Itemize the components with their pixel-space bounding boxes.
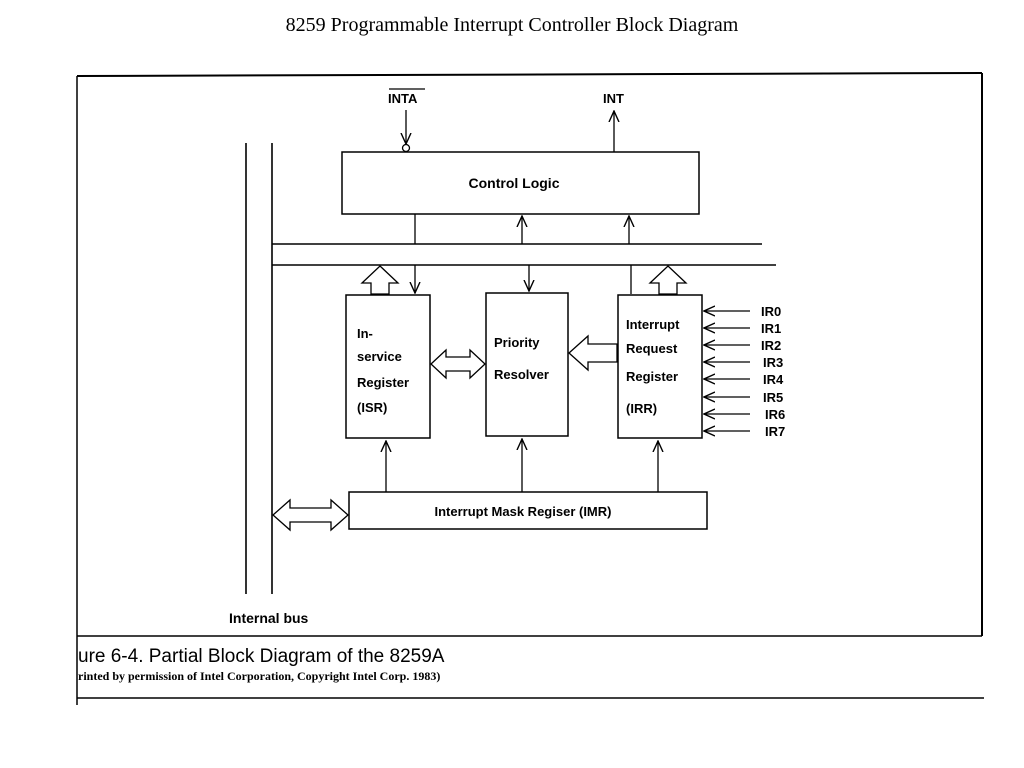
isr-label-line: Register: [357, 375, 409, 390]
bus-imr-double-arrow: [272, 498, 349, 532]
ir-labels: IR0 IR1 IR2 IR3 IR4 IR5 IR6 IR7: [761, 304, 785, 439]
imr-label: Interrupt Mask Regiser (IMR): [435, 504, 612, 519]
figure-frame: [76, 72, 984, 705]
isr-label-line: service: [357, 349, 402, 364]
irr-bus-hollow-arrow: [648, 265, 688, 295]
int-signal: INT: [603, 91, 624, 152]
imr-register-links: [386, 439, 658, 492]
internal-bus-label: Internal bus: [229, 610, 309, 626]
irr-label-line: Register: [626, 369, 678, 384]
figure-credit: rinted by permission of Intel Corporatio…: [78, 669, 440, 683]
isr-label-line: In-: [357, 326, 373, 341]
ir-label: IR1: [761, 321, 781, 336]
priority-resolver-label-line: Priority: [494, 335, 540, 350]
priority-resolver-block: Priority Resolver: [485, 292, 569, 437]
isr-priority-double-arrow: [430, 348, 486, 380]
inta-signal: INTA: [388, 88, 425, 153]
control-logic-label: Control Logic: [469, 175, 560, 191]
ir-label: IR3: [763, 355, 783, 370]
irr-block: Interrupt Request Register (IRR): [617, 294, 703, 439]
ir-inputs: [704, 311, 750, 431]
imr-block: Interrupt Mask Regiser (IMR): [348, 491, 708, 530]
ir-label: IR6: [765, 407, 785, 422]
bus-register-links: [415, 265, 632, 294]
irr-priority-hollow-arrow: [568, 334, 618, 372]
ir-label: IR4: [763, 372, 784, 387]
internal-bus: [245, 143, 776, 594]
ir-label: IR0: [761, 304, 781, 319]
ir-label: IR7: [765, 424, 785, 439]
irr-label-line: (IRR): [626, 401, 657, 416]
isr-bus-hollow-arrow: [360, 265, 400, 295]
ir-label: IR5: [763, 390, 783, 405]
control-logic-block: Control Logic: [341, 151, 700, 215]
control-bus-links: [414, 214, 629, 244]
irr-label-line: Interrupt: [626, 317, 680, 332]
page-title: 8259 Programmable Interrupt Controller B…: [285, 14, 739, 36]
isr-block: In- service Register (ISR): [345, 294, 431, 439]
int-label: INT: [603, 91, 624, 106]
figure-caption: ure 6-4. Partial Block Diagram of the 82…: [78, 646, 445, 667]
inta-bubble: [401, 143, 411, 153]
inta-label: INTA: [388, 91, 418, 106]
ir-label: IR2: [761, 338, 781, 353]
isr-label-line: (ISR): [357, 400, 387, 415]
irr-label-line: Request: [626, 341, 678, 356]
priority-resolver-label-line: Resolver: [494, 367, 549, 382]
